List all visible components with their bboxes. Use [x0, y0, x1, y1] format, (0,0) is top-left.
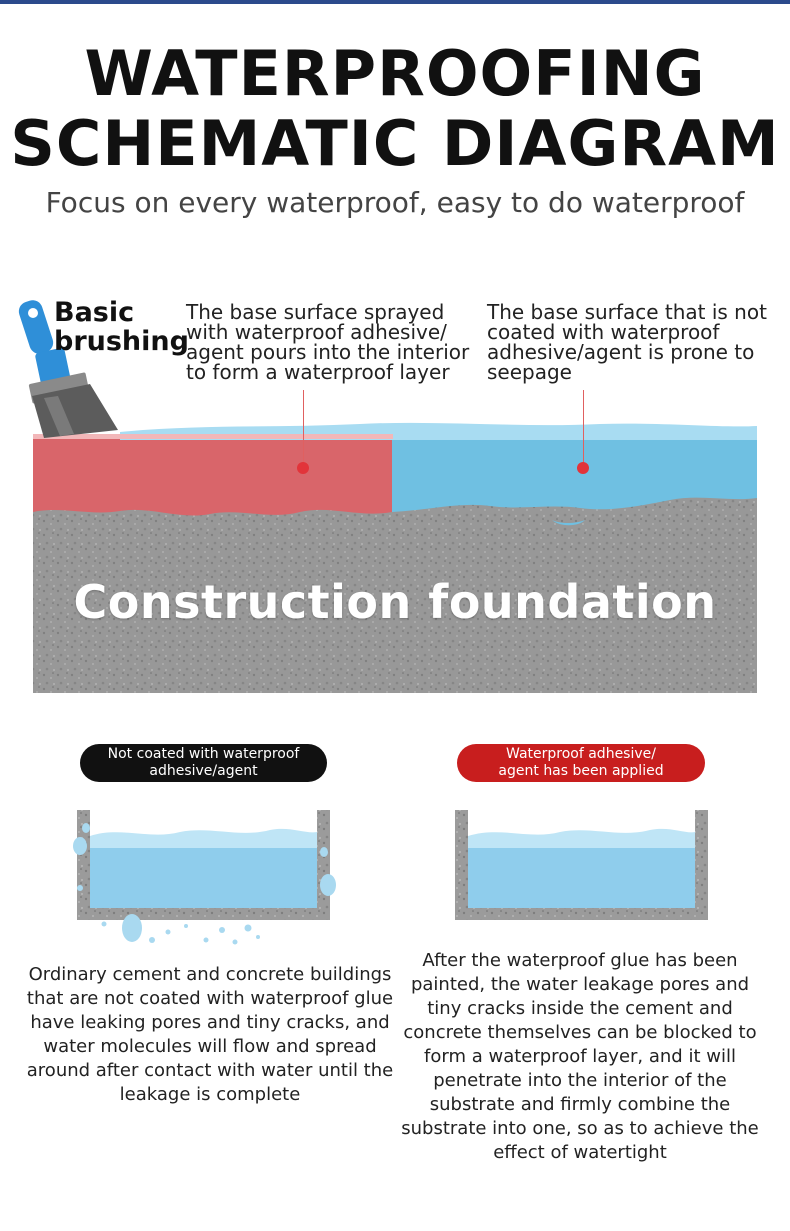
coating-highlight	[33, 434, 393, 439]
coated-marker-dot	[297, 462, 309, 474]
brush-label: Basic brushing	[54, 297, 189, 357]
uncoated-leader-line	[583, 390, 584, 468]
not-coated-badge-text: Not coated with waterproof adhesive/agen…	[107, 746, 300, 779]
subtitle: Focus on every waterproof, easy to do wa…	[45, 186, 745, 219]
uncoated-container	[73, 810, 336, 945]
top-accent-bar	[0, 0, 790, 4]
not-coated-badge: Not coated with waterproof adhesive/agen…	[80, 744, 327, 782]
coated-container	[455, 810, 708, 920]
uncoated-marker-dot	[577, 462, 589, 474]
coated-badge-text: Waterproof adhesive/ agent has been appl…	[498, 746, 664, 779]
coated-surface-label: The base surface sprayed with waterproof…	[186, 300, 470, 384]
seepage-layer	[392, 438, 757, 512]
foundation-label: Construction foundation	[73, 575, 717, 629]
seep-drop	[552, 520, 585, 526]
paint-brush-icon	[18, 300, 118, 438]
title-line-1: WATERPROOFING	[84, 37, 706, 110]
uncoated-description: Ordinary cement and concrete buildings t…	[26, 964, 394, 1105]
coated-layer	[33, 438, 392, 516]
coated-badge: Waterproof adhesive/ agent has been appl…	[457, 744, 705, 782]
title-line-2: SCHEMATIC DIAGRAM	[10, 107, 780, 180]
coated-description: After the waterproof glue has been paint…	[401, 950, 759, 1163]
uncoated-surface-label: The base surface that is not coated with…	[487, 300, 767, 384]
coated-leader-line	[303, 390, 304, 468]
